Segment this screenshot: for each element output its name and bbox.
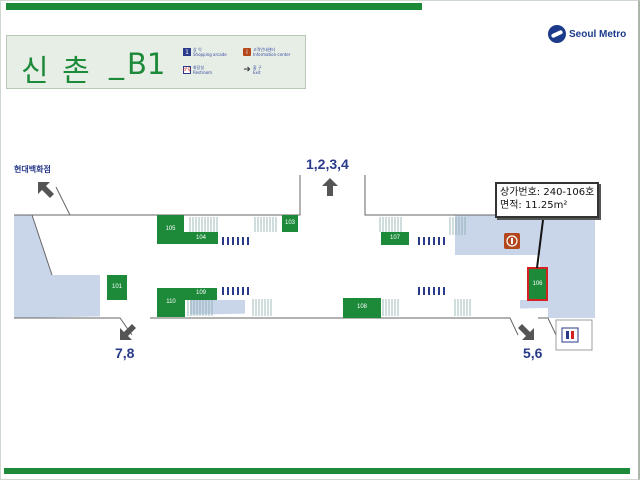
corridor-floor-upper (42, 175, 540, 275)
shop-110[interactable] (157, 288, 185, 317)
restroom-marker (555, 319, 593, 351)
gates-upper-left (222, 237, 249, 245)
corridor-right-lower (548, 255, 595, 315)
legend-label-en: Shopping arcade (193, 52, 227, 57)
corridor-left-upper (14, 215, 52, 275)
stairs-lower-3 (379, 299, 399, 316)
legend: 1 상 익 Shopping arcade i 고객안내센터 Informati… (183, 45, 305, 85)
info-center-icon: i (243, 48, 251, 56)
shop-109[interactable] (185, 288, 217, 300)
restroom-icon: ♂♀ (182, 66, 192, 74)
exit-arrow-up-icon (322, 178, 338, 196)
wall-lower (14, 317, 133, 336)
shop-107[interactable] (381, 232, 409, 245)
legend-label-ko: 고객안내센터 (253, 47, 276, 52)
stairs-lower-4 (454, 299, 471, 316)
legend-item-exit: ➜ 출 구 Exit (243, 65, 262, 75)
restroom-icon (561, 327, 579, 343)
shop-103[interactable] (282, 215, 298, 232)
exit-label-1234: 1,2,3,4 (306, 156, 349, 172)
title-panel: 신 촌 _ B1 1 상 익 Shopping arcade i 고객안내센터 … (6, 35, 306, 89)
corridor-areas (14, 175, 595, 318)
legend-label-ko: 화장실 (193, 65, 205, 70)
ticket-gates (222, 237, 445, 295)
shop-105[interactable] (157, 215, 184, 244)
stairs-icon: 1 (183, 48, 191, 56)
seoul-metro-logo-icon (548, 25, 566, 43)
shop-label-109: 109 (195, 290, 206, 296)
exit-arrows (38, 178, 534, 340)
bottom-accent-bar (4, 468, 630, 474)
exit-label-56: 5,6 (523, 345, 543, 361)
legend-label-en: Exit (253, 70, 261, 75)
shop-104[interactable] (184, 232, 218, 244)
legend-item-info: i 고객안내센터 Information center (243, 47, 290, 57)
shop-label-106: 106 (532, 281, 543, 287)
stairs-upper-2 (254, 217, 277, 232)
callout-shop-number: 상가번호: 240-106호 (500, 187, 595, 198)
exit-arrow-downleft-icon (120, 324, 136, 340)
shop-callout: 상가번호: 240-106호 면적: 11.25m² (495, 182, 599, 218)
shop-label-107: 107 (389, 235, 400, 241)
legend-label-ko: 상 익 (193, 47, 202, 52)
corridor-floor-lower (100, 275, 540, 318)
callout-area: 면적: 11.25m² (500, 200, 568, 211)
stairs-upper-3 (379, 217, 402, 232)
wall-upper-left (14, 186, 71, 216)
logo-text: Seoul Metro (569, 28, 627, 40)
legend-label-ko: 출 구 (253, 65, 262, 70)
floor-label: B1 (127, 47, 166, 81)
shop-label-104: 104 (195, 235, 206, 241)
wall-upper (70, 175, 301, 216)
top-accent-bar (6, 3, 422, 10)
wall-lower-mid (150, 317, 519, 336)
station-name: 신 촌 (21, 54, 92, 89)
seoul-metro-logo: Seoul Metro (548, 25, 626, 43)
wall-lower-right (538, 317, 557, 336)
shop-101[interactable] (107, 275, 127, 300)
shop-label-110: 110 (166, 299, 176, 305)
gates-mid-left (222, 287, 249, 295)
exit-arrow-icon: ➜ (243, 65, 251, 75)
legend-item-restroom: ♂♀ 화장실 Restroom (183, 65, 212, 75)
shop-label-105: 105 (165, 226, 176, 232)
legend-label-en: Information center (253, 52, 291, 57)
legend-label-en: Restroom (193, 70, 213, 75)
shop-label-108: 108 (356, 304, 367, 310)
exit-label-78: 7,8 (115, 345, 135, 361)
shop-label-103: 103 (284, 220, 295, 226)
stairs-lower-2 (252, 299, 272, 316)
shop-label-101: 101 (111, 284, 122, 290)
gates-mid-right (418, 287, 445, 295)
shop-108[interactable] (343, 298, 381, 318)
stairs-upper-4 (449, 217, 466, 235)
exit-arrow-downright-icon (518, 324, 534, 340)
exit-arrow-upleft-icon (38, 182, 54, 198)
gates-upper-right (418, 237, 445, 245)
department-store-label: 현대백화점 (14, 165, 51, 174)
info-center-marker (504, 233, 520, 249)
stairs-lower-1 (187, 299, 213, 316)
callout-pointer (536, 219, 544, 269)
corridor-right-room (455, 215, 595, 255)
title-separator: _ (109, 46, 124, 81)
shops (107, 215, 548, 318)
wall-diag-left (31, 214, 53, 276)
legend-item-stairs: 1 상 익 Shopping arcade (183, 47, 227, 57)
